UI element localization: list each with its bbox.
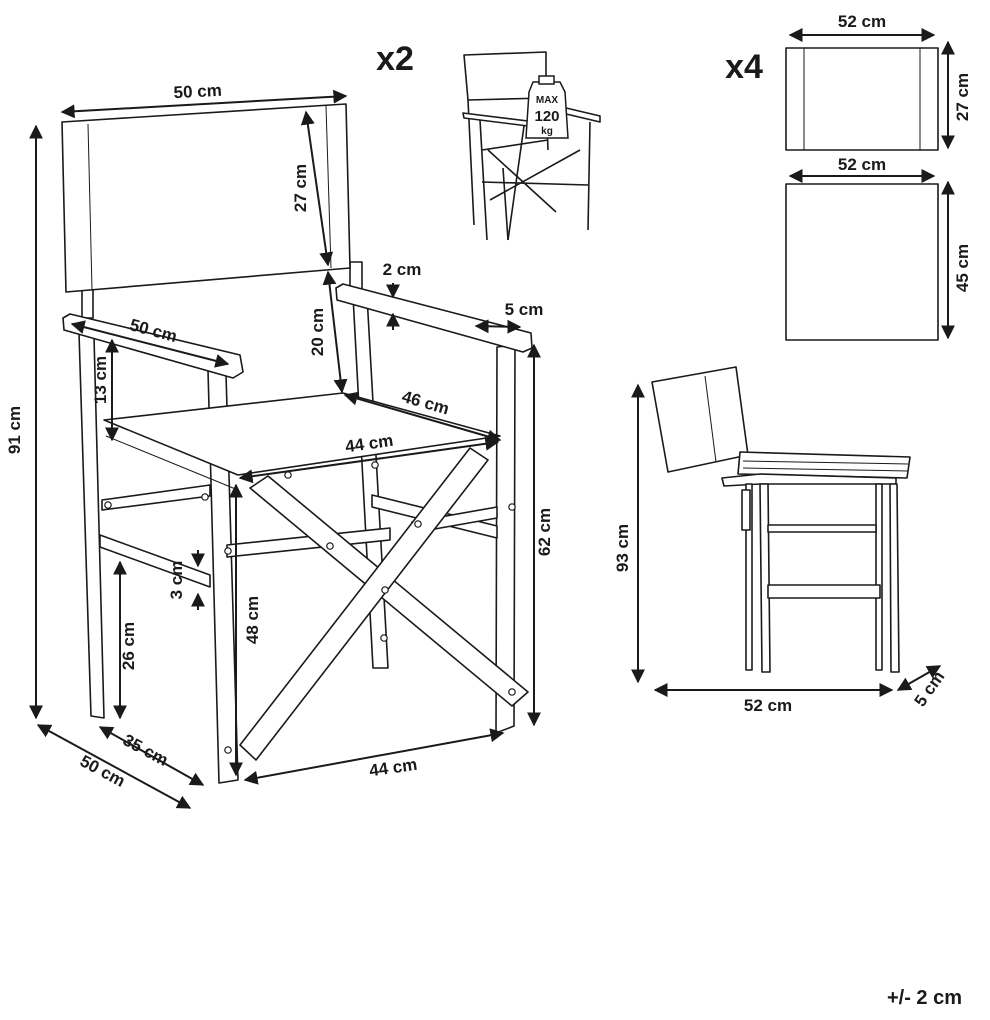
dim-back-width-label: 50 cm: [173, 81, 222, 102]
fabric-quantity-label: x4: [725, 48, 763, 86]
dim-arm-to-seat-label: 20 cm: [308, 308, 327, 356]
dimension-lines: [29, 89, 541, 809]
small-chair-drawing: [462, 51, 601, 241]
folded-width-label: 52 cm: [744, 696, 792, 715]
fabric-back-height-label: 27 cm: [953, 73, 972, 121]
dim-arm-above-seat-label: 13 cm: [91, 356, 110, 404]
weight-max-label: MAX: [536, 95, 559, 106]
dim-rail-height-label: 26 cm: [119, 622, 138, 670]
weight-value-label: 120: [534, 108, 559, 125]
folded-depth-label: 5 cm: [911, 668, 949, 711]
fabric-seat-width-label: 52 cm: [838, 155, 886, 174]
dim-rail-gap-label: 3 cm: [167, 561, 186, 600]
dim-base-width-label: 44 cm: [368, 755, 418, 781]
fabric-back-width-label: 52 cm: [838, 12, 886, 31]
weight-icon: MAX 120 kg: [525, 75, 569, 139]
tolerance-note: +/- 2 cm: [887, 987, 962, 1009]
fabric-seat-panel: [785, 169, 955, 341]
fabric-back-panel: [785, 28, 955, 151]
weight-unit-label: kg: [541, 126, 553, 137]
dim-armrest-thickness-label: 2 cm: [383, 260, 422, 279]
dim-total-height-label: 91 cm: [5, 406, 24, 454]
dim-base-depth-outer-label: 50 cm: [77, 751, 128, 790]
dim-back-height-label: 27 cm: [291, 164, 310, 212]
dim-base-depth-inner-label: 35 cm: [120, 730, 171, 769]
folded-height-label: 93 cm: [613, 524, 632, 572]
folded-chair-drawing: [631, 366, 942, 697]
dim-seat-height-label: 62 cm: [535, 508, 554, 556]
dim-armrest-width-label: 5 cm: [505, 300, 544, 319]
dim-x-frame-height-label: 48 cm: [243, 596, 262, 644]
fabric-seat-height-label: 45 cm: [953, 244, 972, 292]
chair-quantity-label: x2: [376, 40, 414, 78]
